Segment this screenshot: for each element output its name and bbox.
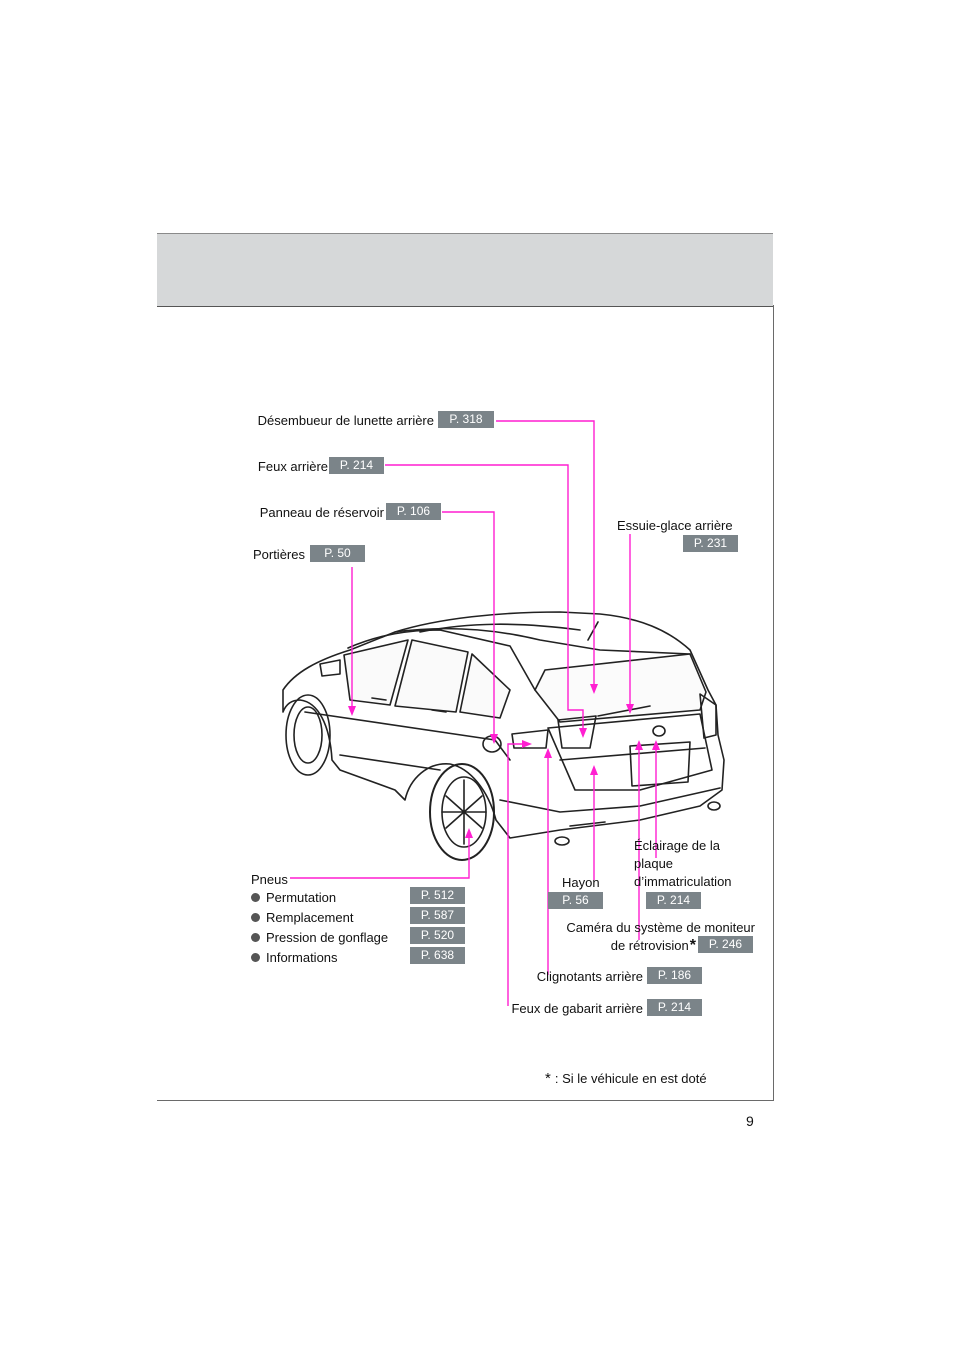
footnote: *: Si le véhicule en est doté	[545, 1070, 707, 1087]
label-pneus: Pneus	[251, 872, 288, 887]
page-ref-desembueur[interactable]: P. 318	[438, 411, 494, 428]
page-ref-hayon[interactable]: P. 56	[548, 892, 603, 909]
footnote-text: : Si le véhicule en est doté	[554, 1071, 707, 1086]
pneus-item-remplacement: Remplacement	[251, 910, 353, 925]
pneus-item-label: Pression de gonflage	[266, 930, 389, 945]
label-camera-text: de rétrovision	[610, 938, 689, 953]
page-ref-portieres[interactable]: P. 50	[310, 545, 365, 562]
label-panneau-reservoir: Panneau de réservoir	[259, 505, 384, 520]
label-hayon: Hayon	[562, 875, 600, 890]
page-ref-camera[interactable]: P. 246	[698, 936, 753, 953]
page-ref-feux-gabarit[interactable]: P. 214	[647, 999, 702, 1016]
pneus-item-label: Remplacement	[266, 910, 354, 925]
page-ref-remplacement[interactable]: P. 587	[410, 907, 465, 924]
label-essuie-glace: Essuie-glace arrière	[617, 518, 733, 533]
page-ref-eclairage[interactable]: P. 214	[646, 892, 701, 909]
label-clignotants: Clignotants arrière	[536, 969, 643, 984]
page-ref-pression[interactable]: P. 520	[410, 927, 465, 944]
right-margin-rule	[773, 305, 774, 1101]
label-eclairage-line1: Éclairage de la	[634, 838, 720, 853]
bullet-icon	[251, 913, 260, 922]
pneus-item-label: Informations	[266, 950, 338, 965]
pneus-item-permutation: Permutation	[251, 890, 336, 905]
label-camera-line1: Caméra du système de moniteur	[566, 920, 755, 935]
label-portieres: Portières	[252, 547, 305, 562]
label-feux-gabarit: Feux de gabarit arrière	[511, 1001, 643, 1016]
header-band	[157, 233, 773, 307]
label-camera-line2: de rétrovision*	[610, 937, 696, 954]
label-eclairage-line2: plaque	[634, 856, 674, 871]
pneus-item-informations: Informations	[251, 950, 338, 965]
page-number: 9	[746, 1113, 754, 1129]
page-ref-panneau-reservoir[interactable]: P. 106	[386, 503, 441, 520]
page-ref-essuie-glace[interactable]: P. 231	[683, 535, 738, 552]
pneus-item-label: Permutation	[266, 890, 337, 905]
label-feux-arriere: Feux arrière	[257, 459, 328, 474]
bullet-icon	[251, 933, 260, 942]
bottom-rule	[157, 1100, 773, 1101]
label-desembueur: Désembueur de lunette arrière	[257, 413, 434, 428]
page-ref-clignotants[interactable]: P. 186	[647, 967, 702, 984]
label-eclairage-line3: d’immatriculation	[634, 874, 732, 889]
page-ref-permutation[interactable]: P. 512	[410, 887, 465, 904]
pneus-item-pression: Pression de gonflage	[251, 930, 388, 945]
bullet-icon	[251, 953, 260, 962]
asterisk-icon: *	[545, 1070, 551, 1087]
asterisk-icon: *	[689, 937, 696, 954]
bullet-icon	[251, 893, 260, 902]
page-ref-feux-arriere[interactable]: P. 214	[329, 457, 384, 474]
page-ref-informations[interactable]: P. 638	[410, 947, 465, 964]
